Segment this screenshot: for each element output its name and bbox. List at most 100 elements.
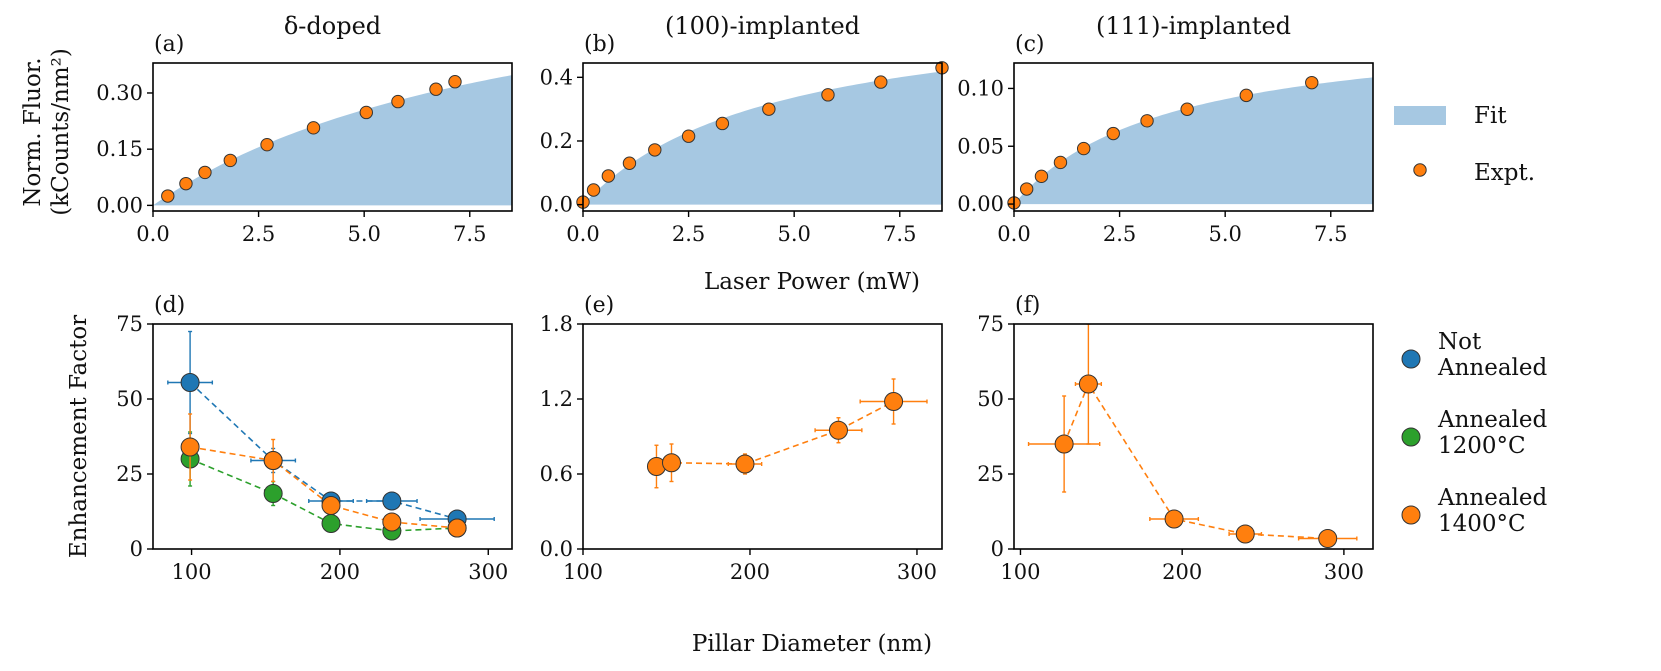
x-tick-label: 5.0 bbox=[777, 222, 810, 246]
expt-point bbox=[448, 75, 462, 89]
legend-expt-marker bbox=[1413, 163, 1427, 177]
axes-frame bbox=[152, 62, 513, 212]
y-tick-label: 0.05 bbox=[957, 134, 1004, 158]
y-tick-label: 25 bbox=[977, 462, 1004, 486]
x-tick-label: 2.5 bbox=[1103, 222, 1136, 246]
y-tick-label: 0 bbox=[991, 537, 1004, 561]
y-tick-label: 75 bbox=[977, 312, 1004, 336]
expt-point bbox=[306, 121, 321, 135]
x-tick-label: 0.0 bbox=[136, 222, 169, 246]
data-point bbox=[661, 453, 681, 473]
plot-area bbox=[1027, 324, 1358, 548]
y-tick-label: 0.2 bbox=[540, 129, 573, 153]
axes-frame bbox=[152, 323, 513, 550]
expt-point bbox=[1140, 114, 1154, 128]
y-tick-label: 50 bbox=[977, 387, 1004, 411]
expt-point bbox=[179, 176, 193, 191]
series-annealed-1200-c bbox=[180, 431, 467, 541]
series-annealed-1400-c bbox=[1027, 324, 1358, 548]
y-tick-label: 25 bbox=[116, 462, 143, 486]
x-tick-label: 200 bbox=[730, 560, 770, 584]
expt-point bbox=[1180, 102, 1194, 116]
series-line bbox=[656, 400, 894, 468]
panel-label: (d) bbox=[154, 293, 185, 318]
data-point bbox=[1078, 374, 1098, 394]
x-tick-label: 0.0 bbox=[566, 222, 599, 246]
data-point bbox=[735, 454, 755, 474]
expt-point bbox=[1076, 141, 1091, 156]
data-point bbox=[263, 451, 283, 470]
x-tick-label: 7.5 bbox=[883, 222, 916, 246]
panel-label: (e) bbox=[584, 293, 614, 318]
data-point bbox=[382, 491, 402, 511]
expt-point bbox=[1034, 169, 1049, 184]
expt-point bbox=[429, 82, 443, 96]
y-tick-label: 0.30 bbox=[96, 81, 143, 105]
fit-area bbox=[583, 71, 942, 205]
panel-title: δ-doped bbox=[284, 12, 381, 40]
x-tick-label: 7.5 bbox=[453, 222, 486, 246]
y-axis-label-line1: Norm. Fluor. bbox=[20, 57, 46, 206]
fit-area bbox=[1014, 77, 1373, 205]
legend-marker bbox=[1401, 427, 1421, 447]
bottom-row-xlabel: Pillar Diameter (nm) bbox=[692, 631, 932, 657]
data-point bbox=[1235, 524, 1255, 544]
expt-point bbox=[391, 94, 405, 109]
x-tick-label: 2.5 bbox=[672, 222, 705, 246]
x-tick-label: 300 bbox=[468, 560, 508, 584]
data-point bbox=[884, 392, 904, 411]
y-tick-label: 1.8 bbox=[540, 312, 573, 336]
expt-point bbox=[1106, 126, 1120, 141]
data-point bbox=[382, 512, 402, 532]
x-tick-label: 100 bbox=[172, 560, 212, 584]
x-tick-label: 5.0 bbox=[1208, 222, 1241, 246]
y-tick-label: 0.0 bbox=[540, 537, 573, 561]
expt-point bbox=[260, 137, 274, 152]
series-annealed-1400-c bbox=[646, 378, 928, 489]
x-tick-label: 200 bbox=[1162, 560, 1202, 584]
y-tick-label: 0.0 bbox=[540, 193, 573, 217]
data-point bbox=[180, 373, 200, 392]
axes-frame bbox=[1013, 323, 1374, 550]
x-tick-label: 300 bbox=[897, 560, 937, 584]
expt-point bbox=[198, 165, 212, 180]
legend-label: Expt. bbox=[1474, 160, 1535, 186]
top-row-xlabel: Laser Power (mW) bbox=[704, 269, 920, 295]
legend-label-line: 1200°C bbox=[1438, 433, 1526, 459]
expt-point bbox=[622, 156, 637, 170]
axes-frame bbox=[582, 323, 943, 550]
legend-marker bbox=[1401, 349, 1421, 369]
expt-point bbox=[1239, 88, 1253, 103]
axes-frame bbox=[1013, 62, 1374, 212]
y-tick-label: 0.4 bbox=[540, 65, 573, 89]
data-point bbox=[1054, 434, 1074, 454]
axes-frame bbox=[582, 62, 943, 212]
y-tick-label: 1.2 bbox=[540, 387, 573, 411]
y-axis-label: Enhancement Factor bbox=[66, 315, 92, 558]
legend-label-line: Not bbox=[1438, 329, 1482, 355]
legend-label-line: Annealed bbox=[1437, 485, 1548, 511]
x-tick-label: 0.0 bbox=[997, 222, 1030, 246]
plot-area bbox=[153, 75, 512, 206]
expt-point bbox=[648, 143, 662, 157]
data-point bbox=[447, 518, 467, 538]
expt-point bbox=[715, 116, 730, 131]
data-point bbox=[828, 420, 848, 440]
data-point bbox=[321, 514, 341, 533]
expt-point bbox=[762, 102, 776, 116]
panel-label: (f) bbox=[1015, 293, 1040, 318]
legend-label-line: Annealed bbox=[1437, 407, 1548, 433]
y-axis-label-line2: (kCounts/nm²) bbox=[48, 48, 74, 216]
y-tick-label: 0.6 bbox=[540, 462, 573, 486]
expt-point bbox=[821, 88, 835, 102]
legend-fit-swatch bbox=[1394, 106, 1446, 125]
expt-point bbox=[601, 169, 616, 183]
y-tick-label: 50 bbox=[116, 387, 143, 411]
